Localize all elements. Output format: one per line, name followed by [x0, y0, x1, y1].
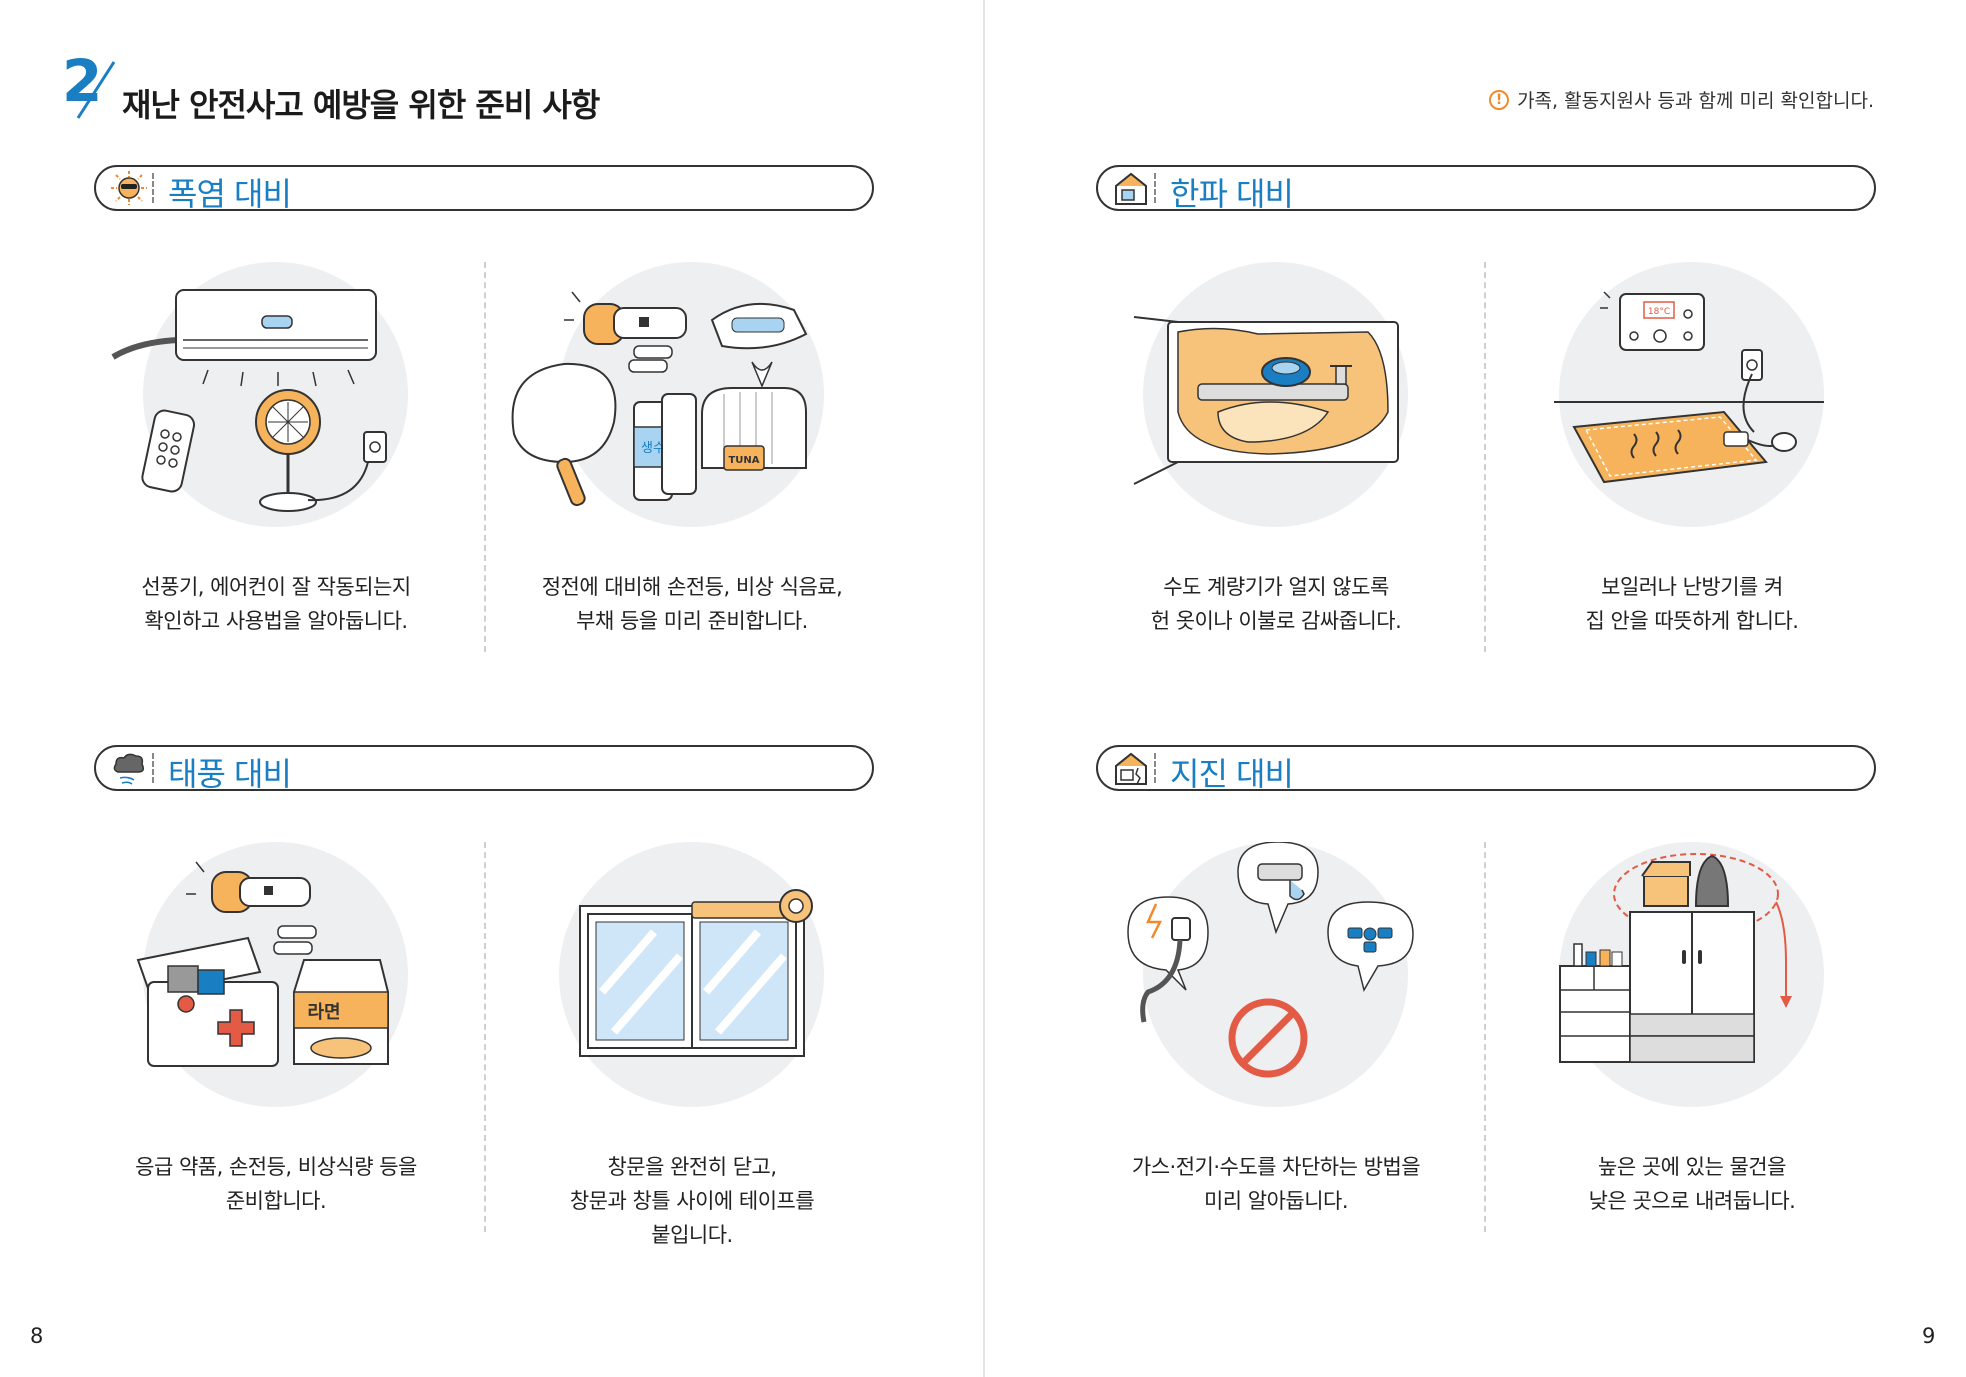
cabinet-illustration — [1559, 853, 1792, 1063]
cracked-house-icon — [1115, 752, 1147, 785]
emergency-supplies-illustration: 생수 TUNA — [511, 291, 808, 507]
card-caption: 정전에 대비해 손전등, 비상 식음료, 부채 등을 미리 준비합니다. — [541, 575, 843, 633]
pill-divider — [1154, 173, 1156, 203]
section-title: 한파 대비 — [1170, 175, 1294, 213]
heater-mat-illustration: 18°C — [1554, 291, 1824, 484]
card-caption: 응급 약품, 손전등, 비상식량 등을 준비합니다. — [135, 1155, 417, 1213]
card-divider — [1484, 262, 1486, 652]
taped-window-illustration — [579, 889, 813, 1057]
thermostat-readout: 18°C — [1648, 307, 1670, 317]
page-number-left: 8 — [30, 1324, 44, 1348]
card-window: 창문을 완전히 닫고, 창문과 창틀 사이에 테이프를 붙입니다. — [484, 842, 900, 1247]
card-cabinet: 높은 곳에 있는 물건을 낮은 곳으로 내려둡니다. — [1484, 842, 1900, 1232]
card-first-aid: 라면 응급 약품, 손전등, 비상식량 등을 준비합니다. — [68, 842, 484, 1232]
house-icon — [1115, 172, 1147, 205]
section-header-earthquake: 지진 대비 — [1096, 745, 1876, 793]
slash-mark — [76, 61, 116, 119]
utility-shutoff-illustration — [1127, 842, 1414, 1078]
pill-divider — [1154, 753, 1156, 783]
section-header-coldwave: 한파 대비 — [1096, 165, 1876, 213]
card-caption: 수도 계량기가 얼지 않도록 헌 옷이나 이불로 감싸줍니다. — [1150, 575, 1402, 633]
section-title: 폭염 대비 — [168, 175, 292, 213]
section-header-typhoon: 태풍 대비 — [94, 745, 874, 793]
card-caption: 가스·전기·수도를 차단하는 방법을 미리 알아둡니다. — [1131, 1155, 1421, 1213]
card-emergency-supplies: 생수 TUNA 정전에 대비해 손전등, 비상 식음료, 부채 등을 미리 준비… — [484, 262, 900, 652]
section-title: 지진 대비 — [1170, 755, 1294, 793]
header-note: ! 가족, 활동지원사 등과 함께 미리 확인합니다. — [1489, 86, 1874, 113]
sun-icon — [111, 171, 147, 205]
page-divider — [983, 0, 985, 1377]
storm-cloud-icon — [113, 753, 145, 785]
card-caption: 높은 곳에 있는 물건을 낮은 곳으로 내려둡니다. — [1588, 1155, 1796, 1213]
card-utility-shutoff: 가스·전기·수도를 차단하는 방법을 미리 알아둡니다. — [1068, 842, 1484, 1232]
first-aid-kit-illustration: 라면 — [136, 861, 389, 1067]
card-caption: 선풍기, 에어컨이 잘 작동되는지 확인하고 사용법을 알아둡니다. — [141, 575, 411, 633]
pill-divider — [152, 753, 154, 783]
section-title: 태풍 대비 — [168, 755, 292, 793]
page-title: 재난 안전사고 예방을 위한 준비 사항 — [122, 86, 600, 124]
card-divider — [484, 262, 486, 652]
exclamation-icon: ! — [1489, 89, 1510, 110]
card-divider — [484, 842, 486, 1232]
card-aircon: 선풍기, 에어컨이 잘 작동되는지 확인하고 사용법을 알아둡니다. — [68, 262, 484, 652]
page-number-right: 9 — [1922, 1324, 1936, 1348]
section-header-heatwave: 폭염 대비 — [94, 165, 874, 213]
water-meter-illustration — [1133, 316, 1399, 485]
aircon-fan-illustration — [111, 289, 387, 512]
pill-divider — [152, 173, 154, 203]
card-caption: 보일러나 난방기를 켜 집 안을 따뜻하게 합니다. — [1585, 575, 1799, 633]
ramen-label: 라면 — [307, 1002, 340, 1023]
card-caption: 창문을 완전히 닫고, 창문과 창틀 사이에 테이프를 붙입니다. — [569, 1155, 815, 1247]
header-note-text: 가족, 활동지원사 등과 함께 미리 확인합니다. — [1517, 90, 1874, 112]
water-bottle-label: 생수 — [641, 441, 665, 456]
tuna-label: TUNA — [728, 455, 759, 466]
card-water-meter: 수도 계량기가 얼지 않도록 헌 옷이나 이불로 감싸줍니다. — [1068, 262, 1484, 652]
card-heater: 18°C 보일러나 난방기를 켜 집 안을 따뜻하게 합니다. — [1484, 262, 1900, 652]
section-number: 2 — [62, 47, 103, 115]
card-divider — [1484, 842, 1486, 1232]
